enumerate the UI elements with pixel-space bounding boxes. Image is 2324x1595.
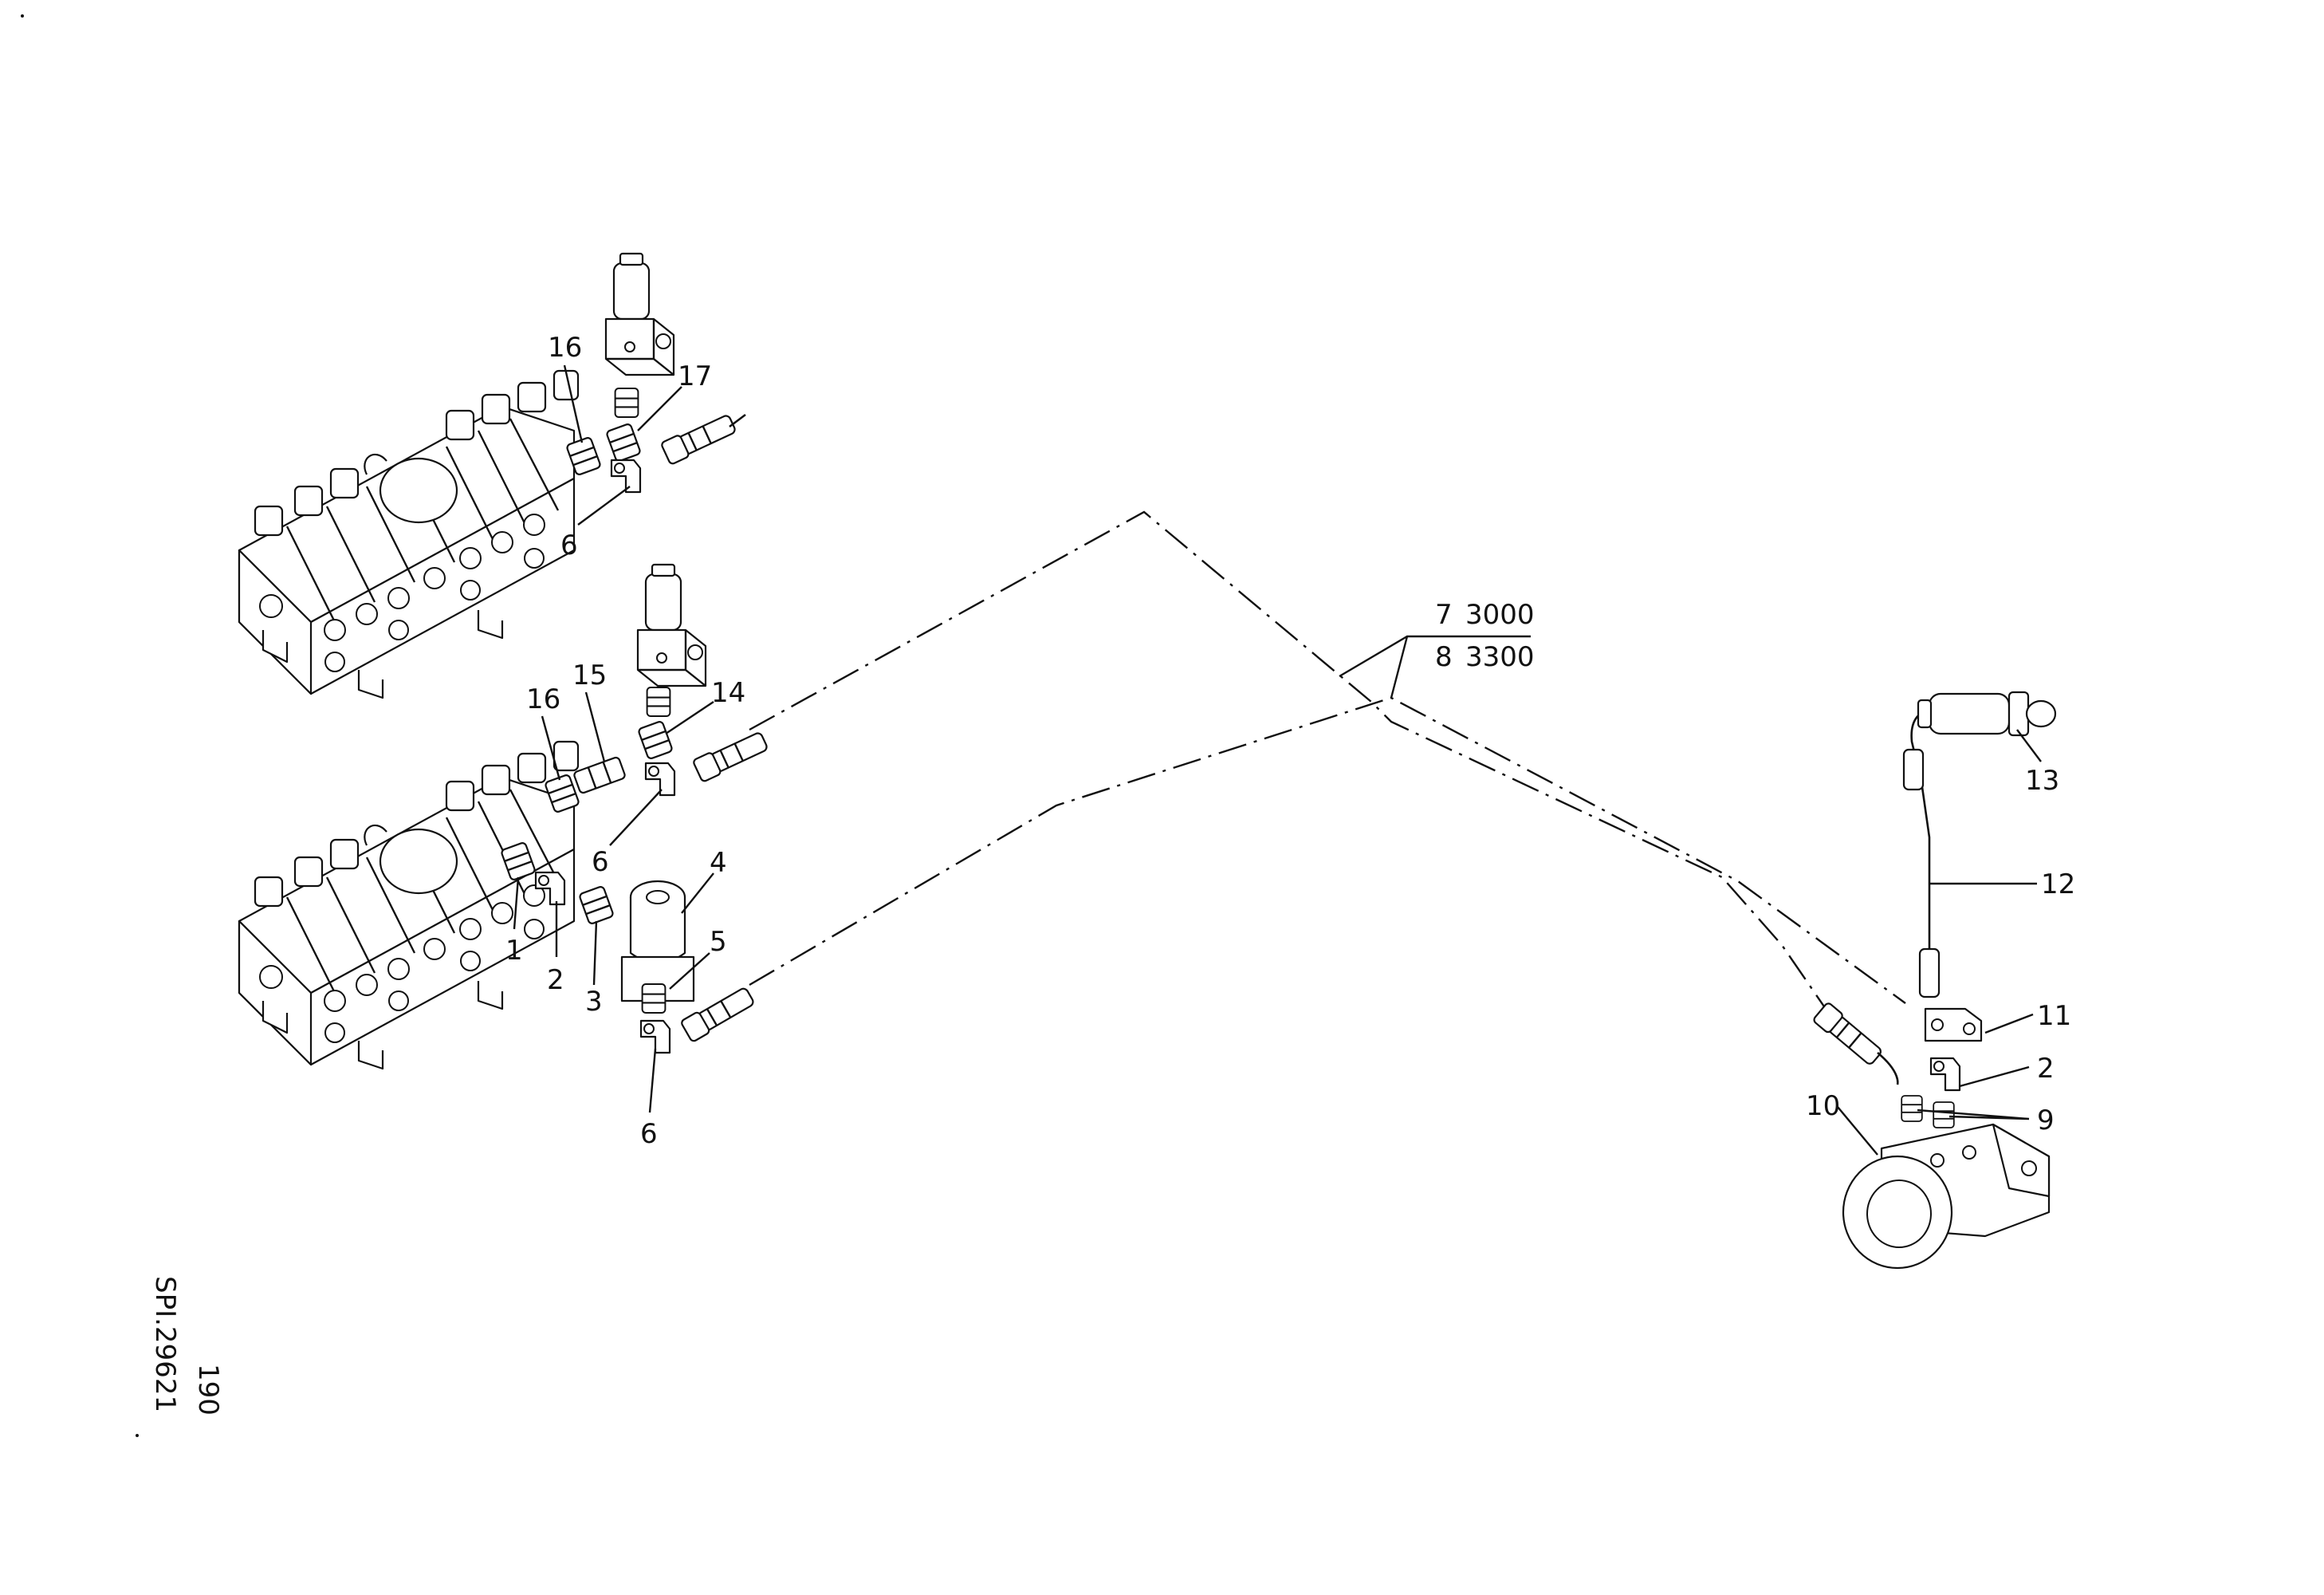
tee-fitting-14 xyxy=(636,719,674,761)
callout-12: 12 xyxy=(2041,868,2075,900)
hose-7-length: 3000 xyxy=(1465,599,1535,631)
elbow-2-right xyxy=(1929,1057,1961,1092)
fitting-9-b xyxy=(1933,1101,1955,1128)
ferrule-12-upper xyxy=(1902,748,1925,791)
hose-end-motor-left xyxy=(1811,1001,1886,1069)
pressure-switch-middle xyxy=(636,563,707,687)
hose-8-item: 8 xyxy=(1435,641,1453,673)
leader-6-upper xyxy=(577,486,631,526)
callout-15: 15 xyxy=(572,660,607,691)
hose-end-middle xyxy=(691,728,770,784)
corner-speck-bottom xyxy=(136,1434,139,1437)
sheet-number: 190 xyxy=(192,1364,224,1416)
callout-9: 9 xyxy=(2037,1105,2055,1136)
leader-4 xyxy=(681,872,714,914)
motor-inlet-bend xyxy=(1877,1052,1899,1085)
pressure-sensor-13 xyxy=(1917,691,2057,737)
callout-11: 11 xyxy=(2037,1000,2071,1032)
leader-10 xyxy=(1837,1106,1878,1156)
leader-11 xyxy=(1984,1013,2034,1034)
callout-2-right: 2 xyxy=(2037,1053,2055,1085)
control-valve-block-upper xyxy=(238,369,580,699)
callout-17: 17 xyxy=(678,360,712,392)
leader-6-lower xyxy=(648,1048,657,1113)
leader-17 xyxy=(637,386,682,431)
pressure-switch-upper xyxy=(604,252,675,376)
adapter-3 xyxy=(577,884,615,926)
leader-1 xyxy=(513,876,520,930)
leader-6-middle xyxy=(609,789,663,846)
hose-end-upper xyxy=(659,411,738,467)
callout-3: 3 xyxy=(585,986,603,1018)
drawing-code: SPI.29621 xyxy=(149,1276,181,1412)
fitting-middle-vertical xyxy=(646,686,671,718)
fitting-9-a xyxy=(1901,1095,1923,1122)
callout-6-lower: 6 xyxy=(640,1118,658,1150)
leader-5 xyxy=(669,952,710,990)
hose-7 xyxy=(749,510,1827,1010)
callout-5: 5 xyxy=(710,926,727,958)
hose-12 xyxy=(1910,708,1934,949)
callout-4: 4 xyxy=(710,847,727,879)
leader-13 xyxy=(2016,729,2042,762)
callout-16-lower: 16 xyxy=(526,683,560,715)
hydraulic-motor-10 xyxy=(1842,1123,2051,1270)
leader-16-lower xyxy=(541,715,561,781)
leader-16-upper xyxy=(563,364,584,443)
callout-16-upper: 16 xyxy=(548,332,582,364)
nipple-15 xyxy=(573,756,626,794)
solenoid-valve-4 xyxy=(620,880,695,1002)
callout-14: 14 xyxy=(711,677,745,709)
tee-fitting-17 xyxy=(604,422,643,463)
hose-7-item: 7 xyxy=(1435,599,1453,631)
control-valve-block-lower xyxy=(238,740,580,1070)
elbow-6-lower xyxy=(639,1019,671,1054)
callout-6-middle: 6 xyxy=(592,846,609,878)
tee-fitting-11 xyxy=(1924,1007,1983,1042)
fitting-5 xyxy=(641,983,667,1014)
leader-9 xyxy=(1917,1109,2030,1120)
callout-13: 13 xyxy=(2025,765,2059,797)
hose-8-leader xyxy=(1390,636,1409,699)
leader-15 xyxy=(584,691,606,762)
callout-1: 1 xyxy=(505,935,523,967)
ferrule-12-lower xyxy=(1918,947,1941,998)
hose-stub-upper xyxy=(729,413,746,428)
hose-8-length: 3300 xyxy=(1465,641,1535,673)
callout-6-upper: 6 xyxy=(560,530,578,561)
fitting-upper-vertical xyxy=(614,387,639,419)
leader-14 xyxy=(665,701,714,734)
corner-speck-top xyxy=(21,14,24,18)
hose-8 xyxy=(749,696,1906,1004)
leader-3 xyxy=(592,920,598,986)
callout-10: 10 xyxy=(1806,1090,1840,1122)
leader-2-right xyxy=(1959,1065,2030,1088)
callout-2-lower: 2 xyxy=(547,964,564,996)
elbow-6-upper xyxy=(610,459,642,494)
